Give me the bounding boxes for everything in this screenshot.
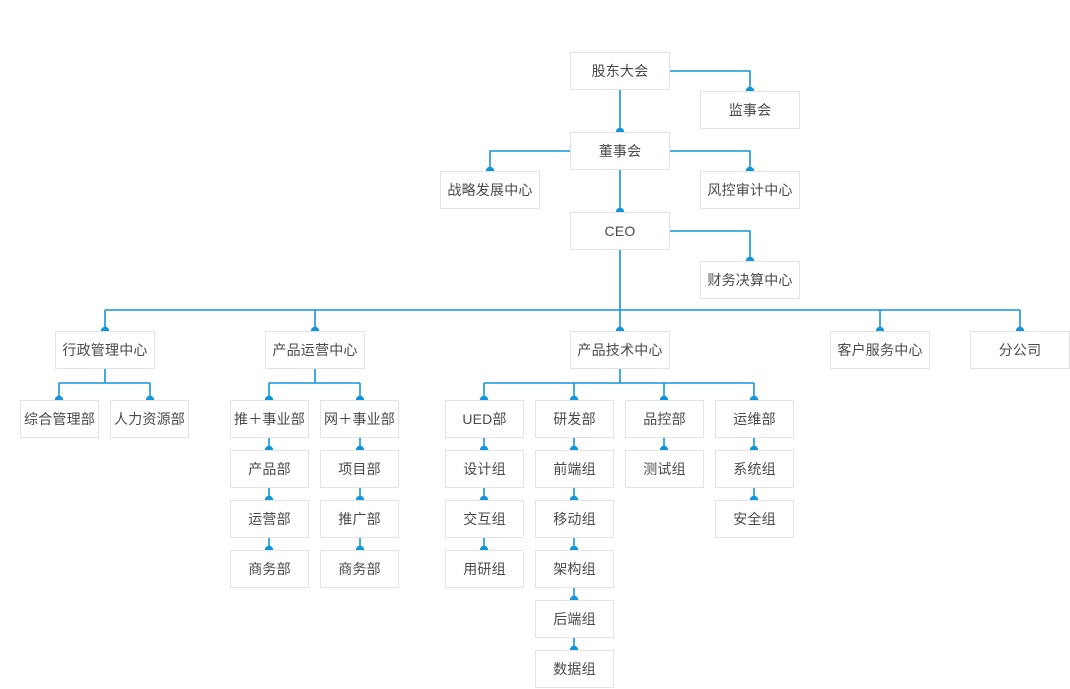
org-node-label: 后端组 [553,611,596,627]
org-node[interactable]: 运营部 [230,500,309,538]
org-node[interactable]: 前端组 [535,450,614,488]
org-node-label: 网＋事业部 [324,411,395,427]
org-node[interactable]: 网＋事业部 [320,400,399,438]
org-node[interactable]: 财务决算中心 [700,261,800,299]
org-node-label: 数据组 [553,661,596,677]
org-node[interactable]: 用研组 [445,550,524,588]
org-node[interactable]: 产品部 [230,450,309,488]
org-node-label: 项目部 [338,461,381,477]
org-node-label: UED部 [462,411,507,427]
org-node[interactable]: 数据组 [535,650,614,688]
org-node-label: 商务部 [338,561,381,577]
connector-board-to-risk [670,150,751,171]
org-node-label: 设计组 [463,461,506,477]
org-node-label: 用研组 [463,561,506,577]
org-node[interactable]: 行政管理中心 [55,331,155,369]
org-node[interactable]: 董事会 [570,132,670,170]
org-node-label: 人力资源部 [114,411,185,427]
org-node-label: 分公司 [998,342,1042,358]
connector-tech-stem [484,369,754,384]
org-node[interactable]: CEO [570,212,670,250]
org-node-label: 推＋事业部 [234,411,305,427]
org-node-label: CEO [604,223,636,239]
org-node[interactable]: 后端组 [535,600,614,638]
org-node[interactable]: 运维部 [715,400,794,438]
org-node-label: 推广部 [338,511,381,527]
org-node[interactable]: 品控部 [625,400,704,438]
org-node[interactable]: 设计组 [445,450,524,488]
org-node-label: 测试组 [643,461,686,477]
connector-board-to-strategy [489,150,570,171]
org-node-label: 品控部 [643,411,686,427]
org-node[interactable]: 综合管理部 [20,400,99,438]
org-node-label: 产品部 [248,461,291,477]
org-node[interactable]: 安全组 [715,500,794,538]
org-node[interactable]: 交互组 [445,500,524,538]
org-node-label: 移动组 [553,511,596,527]
org-node-label: 研发部 [553,411,596,427]
org-node-label: 前端组 [553,461,596,477]
org-node[interactable]: 系统组 [715,450,794,488]
org-node[interactable]: 人力资源部 [110,400,189,438]
org-node-label: 行政管理中心 [62,342,148,358]
org-node-label: 架构组 [553,561,596,577]
org-node[interactable]: 产品运营中心 [265,331,365,369]
org-node-label: 监事会 [728,102,772,118]
org-node-label: 风控审计中心 [707,182,793,198]
org-node-label: 战略发展中心 [447,182,533,198]
connector-admin-stem [59,369,150,384]
org-node[interactable]: 产品技术中心 [570,331,670,369]
org-node[interactable]: 商务部 [320,550,399,588]
org-node-label: 运维部 [733,411,776,427]
org-node-label: 董事会 [598,143,642,159]
org-node-label: 运营部 [248,511,291,527]
connector-shareholders-to-supervisors [670,70,751,91]
connector-ops-stem [269,369,360,384]
org-node[interactable]: 监事会 [700,91,800,129]
org-node-label: 系统组 [733,461,776,477]
org-node[interactable]: 战略发展中心 [440,171,540,209]
org-node[interactable]: UED部 [445,400,524,438]
org-node[interactable]: 架构组 [535,550,614,588]
org-node-label: 交互组 [463,511,506,527]
org-node-label: 商务部 [248,561,291,577]
org-node[interactable]: 推广部 [320,500,399,538]
org-node[interactable]: 风控审计中心 [700,171,800,209]
org-node-label: 客户服务中心 [837,342,923,358]
org-node[interactable]: 推＋事业部 [230,400,309,438]
org-node[interactable]: 分公司 [970,331,1070,369]
org-node-label: 财务决算中心 [707,272,793,288]
org-node[interactable]: 客户服务中心 [830,331,930,369]
org-node[interactable]: 商务部 [230,550,309,588]
org-node[interactable]: 股东大会 [570,52,670,90]
org-node[interactable]: 项目部 [320,450,399,488]
org-node-label: 产品运营中心 [272,342,358,358]
org-node-label: 安全组 [733,511,776,527]
org-node[interactable]: 移动组 [535,500,614,538]
connector-ceo-to-finance [670,230,751,261]
org-node[interactable]: 测试组 [625,450,704,488]
org-node[interactable]: 研发部 [535,400,614,438]
org-node-label: 综合管理部 [24,411,95,427]
org-node-label: 股东大会 [591,63,649,79]
org-node-label: 产品技术中心 [577,342,663,358]
